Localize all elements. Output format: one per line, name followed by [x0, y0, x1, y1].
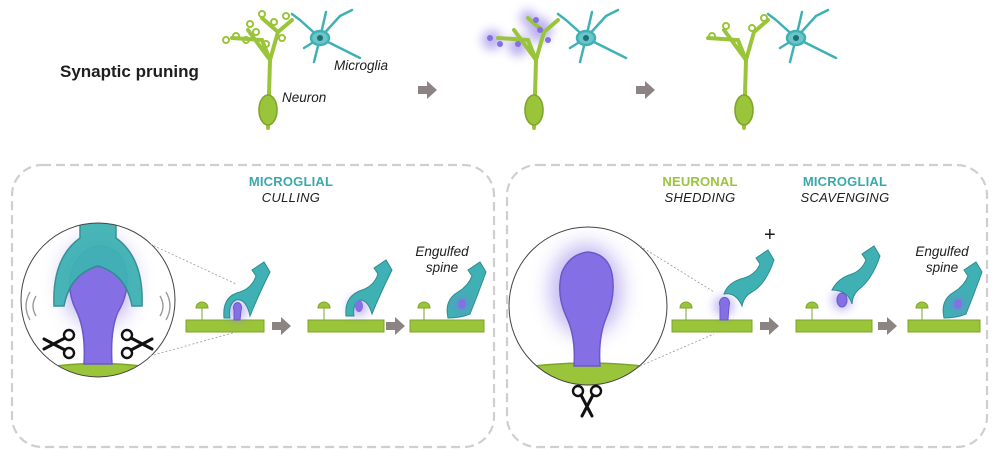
right-zoom-content [509, 244, 667, 385]
left-step-1 [185, 261, 271, 333]
right-panel-header-1: NEURONAL [662, 174, 738, 189]
left-panel-border [10, 163, 496, 449]
neuron-1 [230, 16, 294, 130]
neuron-label: Neuron [282, 90, 327, 105]
microglia-2 [556, 8, 628, 64]
right-panel-header-2: MICROGLIAL [802, 174, 888, 189]
neuron-2 [496, 16, 560, 130]
neuron-3-spines [708, 14, 768, 40]
arrow-top-2 [636, 81, 655, 99]
plus-sign: + [764, 224, 776, 246]
arrow-left-1 [272, 317, 291, 335]
right-step-3 [907, 261, 983, 333]
scissors-right [571, 384, 603, 418]
left-panel-header: MICROGLIAL [248, 174, 334, 189]
arrow-right-2 [878, 317, 897, 335]
right-panel-border [505, 163, 989, 449]
neuron-3 [706, 18, 770, 130]
arrow-left-2 [386, 317, 405, 335]
microglia-1 [290, 8, 362, 64]
right-result-line2: spine [925, 260, 959, 275]
left-zoom-guide-lines [149, 243, 237, 357]
left-panel-subheader: CULLING [261, 190, 321, 205]
left-result-line2: spine [425, 260, 459, 275]
right-panel-subheader-1: SHEDDING [664, 190, 736, 205]
left-zoom-content [21, 223, 175, 377]
left-zoom-circle-outline [20, 222, 176, 378]
arrow-top-1 [418, 81, 437, 99]
neuron-2-spines [487, 17, 551, 47]
right-zoom-circle-outline [508, 226, 668, 386]
microglia-3 [766, 8, 838, 64]
left-step-2 [307, 259, 393, 333]
left-result-line1: Engulfed [415, 244, 469, 259]
right-step-1 [671, 249, 775, 333]
microglia-label: Microglia [334, 58, 389, 73]
right-step-2 [795, 245, 881, 333]
left-step-3 [409, 261, 487, 333]
right-zoom-guide-lines [639, 245, 715, 367]
page-title: Synaptic pruning [60, 62, 199, 81]
right-panel-subheader-2: SCAVENGING [800, 190, 890, 205]
right-result-line1: Engulfed [915, 244, 969, 259]
arrow-right-1 [760, 317, 779, 335]
neuron-1-spines [222, 10, 290, 48]
